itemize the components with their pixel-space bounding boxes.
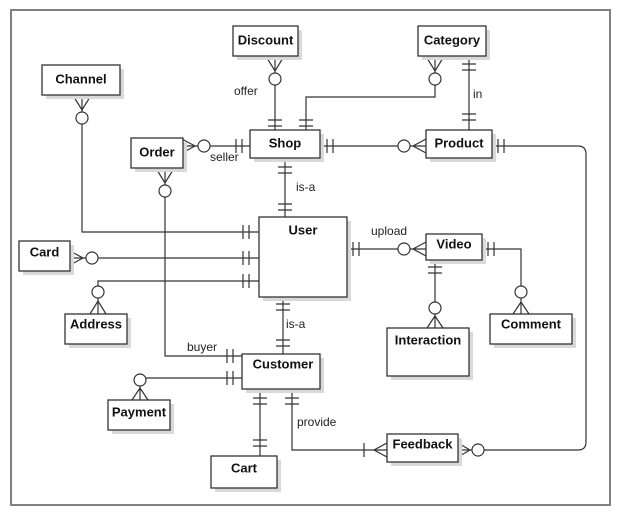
rel-label-isa-customer: is-a bbox=[286, 317, 306, 331]
entity-customer[interactable]: Customer bbox=[241, 353, 324, 393]
entity-channel[interactable]: Channel bbox=[41, 64, 124, 99]
one-bar-icon bbox=[462, 63, 476, 71]
crowfoot-icon bbox=[131, 386, 149, 401]
one-bar-icon bbox=[235, 139, 243, 153]
optional-circle-icon bbox=[133, 373, 147, 387]
one-bar-icon bbox=[285, 397, 299, 405]
entity-label: User bbox=[289, 222, 318, 237]
crowfoot-icon bbox=[426, 57, 444, 73]
entity-label: Order bbox=[139, 144, 174, 159]
rel-label-isa-shop: is-a bbox=[296, 180, 316, 194]
one-bar-icon bbox=[242, 251, 250, 265]
optional-circle-icon bbox=[158, 184, 172, 198]
entity-label: Product bbox=[434, 135, 484, 150]
entity-discount[interactable]: Discount bbox=[232, 25, 302, 60]
edge-product-feedback bbox=[458, 145, 587, 451]
crowfoot-icon bbox=[411, 241, 427, 257]
entity-label: Category bbox=[424, 32, 481, 47]
entity-category[interactable]: Category bbox=[417, 25, 490, 60]
entity-order[interactable]: Order bbox=[130, 137, 187, 172]
one-bar-icon bbox=[462, 113, 476, 121]
entity-label: Shop bbox=[269, 135, 302, 150]
crowfoot-icon bbox=[73, 96, 91, 112]
entity-feedback[interactable]: Feedback bbox=[386, 433, 462, 466]
entity-label: Payment bbox=[112, 404, 167, 419]
optional-circle-icon bbox=[268, 72, 282, 86]
entity-label: Channel bbox=[55, 71, 106, 86]
one-bar-icon bbox=[497, 139, 505, 153]
rel-label-offer: offer bbox=[234, 84, 258, 98]
one-bar-icon bbox=[242, 274, 250, 288]
one-bar-icon bbox=[253, 439, 267, 447]
entity-address[interactable]: Address bbox=[64, 313, 131, 348]
entity-label: Interaction bbox=[395, 332, 462, 347]
one-bar-icon bbox=[226, 349, 234, 363]
optional-circle-icon bbox=[397, 139, 411, 153]
entity-cart[interactable]: Cart bbox=[210, 455, 281, 492]
one-bar-icon bbox=[352, 242, 360, 256]
rel-label-provide: provide bbox=[297, 415, 337, 429]
one-bar-icon bbox=[268, 119, 282, 127]
entity-interaction[interactable]: Interaction bbox=[386, 327, 473, 380]
optional-circle-icon bbox=[471, 443, 485, 457]
optional-circle-icon bbox=[514, 285, 528, 299]
crowfoot-icon bbox=[69, 250, 85, 266]
entity-video[interactable]: Video bbox=[425, 233, 486, 264]
one-bar-icon bbox=[253, 397, 267, 405]
rel-label-buyer: buyer bbox=[187, 340, 217, 354]
edge-channel-user bbox=[81, 97, 259, 233]
entity-label: Customer bbox=[253, 356, 314, 371]
crowfoot-icon bbox=[512, 300, 530, 315]
optional-circle-icon bbox=[75, 111, 89, 125]
crowfoot-icon bbox=[156, 169, 174, 185]
entity-label: Card bbox=[30, 244, 60, 259]
entity-card[interactable]: Card bbox=[18, 240, 74, 275]
optional-circle-icon bbox=[428, 301, 442, 315]
crowfoot-icon bbox=[372, 442, 388, 458]
crowfoot-icon bbox=[89, 299, 107, 315]
entity-payment[interactable]: Payment bbox=[107, 399, 174, 434]
entity-label: Comment bbox=[501, 316, 562, 331]
optional-circle-icon bbox=[91, 285, 105, 299]
rel-label-in: in bbox=[473, 87, 482, 101]
entity-label: Discount bbox=[238, 32, 294, 47]
rel-label-upload: upload bbox=[371, 224, 407, 238]
optional-circle-icon bbox=[428, 72, 442, 86]
one-bar-icon bbox=[278, 203, 292, 211]
edge-customer-feedback bbox=[291, 391, 387, 451]
entity-shop[interactable]: Shop bbox=[249, 129, 324, 162]
edge-order-customer bbox=[164, 170, 242, 357]
crowfoot-icon bbox=[411, 138, 427, 154]
edge-address-user bbox=[97, 280, 259, 314]
entity-label: Feedback bbox=[393, 436, 454, 451]
one-bar-icon bbox=[242, 225, 250, 239]
crowfoot-icon bbox=[426, 314, 444, 329]
optional-circle-icon bbox=[197, 139, 211, 153]
one-bar-icon bbox=[276, 303, 290, 311]
entity-user[interactable]: User bbox=[258, 216, 351, 301]
one-bar-icon bbox=[299, 119, 313, 127]
optional-circle-icon bbox=[85, 251, 99, 265]
entity-label: Cart bbox=[231, 460, 258, 475]
one-bar-icon bbox=[326, 139, 334, 153]
edges bbox=[70, 58, 587, 456]
one-bar-icon bbox=[487, 242, 495, 256]
one-bar-icon bbox=[276, 339, 290, 347]
optional-circle-icon bbox=[397, 242, 411, 256]
entity-label: Video bbox=[436, 236, 471, 251]
one-bar-icon bbox=[278, 166, 292, 174]
entity-comment[interactable]: Comment bbox=[489, 313, 576, 348]
one-bar-icon bbox=[428, 266, 442, 274]
entity-product[interactable]: Product bbox=[425, 129, 496, 162]
rel-label-seller: seller bbox=[210, 150, 239, 164]
crowfoot-icon bbox=[266, 57, 284, 73]
entity-label: Address bbox=[70, 316, 122, 331]
one-bar-icon bbox=[226, 371, 234, 385]
